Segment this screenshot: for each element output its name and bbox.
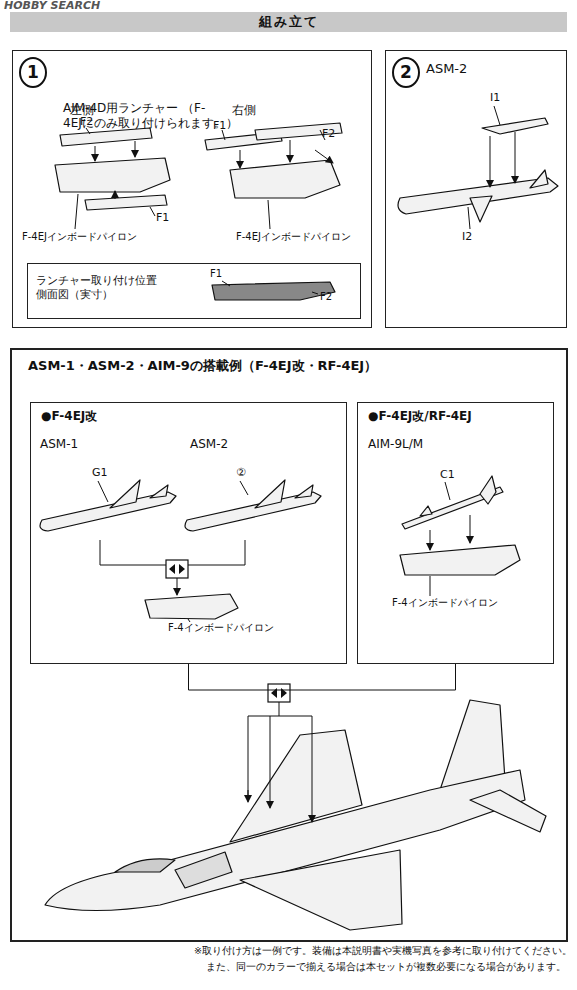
launcher-part-f2 xyxy=(60,128,152,146)
step-panel: AIM-4D用ランチャー （F-4EJにのみ取り付けられます。） 1 ランチャー取り… xyxy=(12,50,372,328)
part-number: F2 xyxy=(322,128,335,141)
step-number-text: 2 xyxy=(400,62,412,83)
part-number: F2 xyxy=(80,116,93,129)
inboard-pylon xyxy=(230,160,340,198)
launcher-part-f1 xyxy=(85,195,167,210)
side-view-box: ランチャー取り付け位置 側面図（実寸） xyxy=(27,263,361,319)
side-label: 右側 xyxy=(232,104,256,118)
part-label: F-4インボードパイロン xyxy=(168,622,274,634)
heading-text: ASM-2 xyxy=(426,61,467,77)
title-band: 組み立て xyxy=(10,12,567,32)
example-panel: ASM-1・ASM-2・AIM-9の搭載例（F-4EJ改・RF-4EJ） ●F-4… xyxy=(10,348,568,942)
weapon-name: ASM-2 xyxy=(190,438,228,452)
f4-inboard-pylon xyxy=(145,594,238,619)
part-number: I2 xyxy=(462,231,472,244)
alternative-icon xyxy=(166,560,290,702)
part-number: F1 xyxy=(213,120,226,133)
part-number: C1 xyxy=(440,469,455,482)
missile-fin xyxy=(150,485,168,498)
note: また、同一のカラーで揃える場合は本セットが複数必要になる場合があります。 xyxy=(206,962,566,973)
weapon-name: AIM-9L/M xyxy=(368,438,423,452)
asm2-fin xyxy=(530,170,548,188)
callout-number: ② xyxy=(236,467,246,480)
heading-text: ASM-1・ASM-2・AIM-9の搭載例（F-4EJ改・RF-4EJ） xyxy=(28,358,377,374)
part-label: F-4EJインボードパイロン xyxy=(236,231,351,243)
step-number-text: 1 xyxy=(27,62,39,83)
launcher-side-view xyxy=(212,282,335,300)
step-panel: ASM-2 2 xyxy=(385,50,567,328)
heading-text: ランチャー取り付け位置 側面図（実寸） xyxy=(36,274,186,302)
inboard-pylon xyxy=(55,158,170,192)
watermark: HOBBY SEARCH xyxy=(4,0,100,13)
step-number: 1 xyxy=(19,57,47,88)
part-label: F-4インボードパイロン xyxy=(392,597,498,609)
heading-text: ●F-4EJ改 xyxy=(41,409,97,424)
weapon-name: ASM-1 xyxy=(40,438,78,452)
connector xyxy=(189,664,456,690)
f4-aircraft xyxy=(45,700,546,930)
missile-fin xyxy=(420,506,432,516)
missile-fin xyxy=(110,480,140,508)
part-number: F1 xyxy=(156,212,169,225)
aim9-launcher xyxy=(400,545,520,575)
title-text: 組み立て xyxy=(259,13,319,31)
missile-fin xyxy=(255,480,285,508)
launcher-part-f2 xyxy=(255,123,342,140)
heading-text: ●F-4EJ改/RF-4EJ xyxy=(368,409,472,424)
part-number: I1 xyxy=(490,92,500,105)
asm2-part-i1 xyxy=(482,118,548,134)
missile-fin xyxy=(295,485,313,498)
missile-fin xyxy=(480,476,496,504)
note: ※取り付け方は一例です。装備は本説明書や実機写真を参考に取り付けてください。 xyxy=(194,946,572,957)
heading-text: AIM-4D用ランチャー （F-4EJにのみ取り付けられます。） xyxy=(63,101,293,131)
part-number: F2 xyxy=(320,291,332,303)
part-number: G1 xyxy=(92,467,108,480)
part-label: F-4EJインボードパイロン xyxy=(22,231,137,243)
part-number: F1 xyxy=(210,268,222,280)
step-number: 2 xyxy=(392,57,420,88)
asm2-fin xyxy=(470,196,492,222)
